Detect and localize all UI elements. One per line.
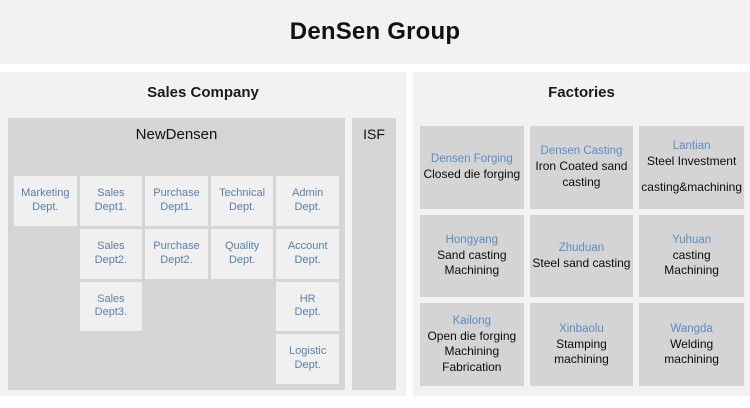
isf-title: ISF <box>363 126 385 142</box>
factory-name: Kailong <box>452 314 491 327</box>
factory-name: Zhuduan <box>558 241 605 254</box>
newdensen-title: NewDensen <box>135 126 218 143</box>
factory-name: Densen Forging <box>430 153 513 166</box>
factory-name: Xinbaolu <box>559 322 604 335</box>
factory-name: Yuhuan <box>672 233 712 246</box>
page-title: DenSen Group <box>289 18 461 45</box>
department-cell-empty <box>145 334 208 384</box>
factory-name: Densen Casting <box>540 145 623 158</box>
department-cell-empty <box>80 334 143 384</box>
department-cell-empty <box>211 282 274 332</box>
factory-name: Hongyang <box>445 233 499 246</box>
column-header-factories: Factories <box>413 72 750 112</box>
factory-description: Closed die forging <box>423 167 521 181</box>
column-header-sales-company: Sales Company <box>0 72 406 112</box>
department-cell-empty <box>145 282 208 332</box>
department-cell-empty <box>14 229 77 279</box>
isf-block: ISF <box>352 118 396 390</box>
factory-name: Wangda <box>670 322 713 335</box>
page-title-bar: DenSen Group <box>0 0 750 64</box>
factory-description: Steel Investment <box>646 154 737 169</box>
department-cell-empty <box>211 334 274 384</box>
factory-description-secondary: casting&machining <box>641 179 742 194</box>
factory-description: Steel sand casting <box>532 255 631 270</box>
department-cell-empty <box>14 334 77 384</box>
department-cell-empty <box>14 282 77 332</box>
column-header-factories-label: Factories <box>548 83 615 101</box>
factory-name: Lantian <box>672 140 711 153</box>
column-header-sales-company-label: Sales Company <box>147 83 259 101</box>
